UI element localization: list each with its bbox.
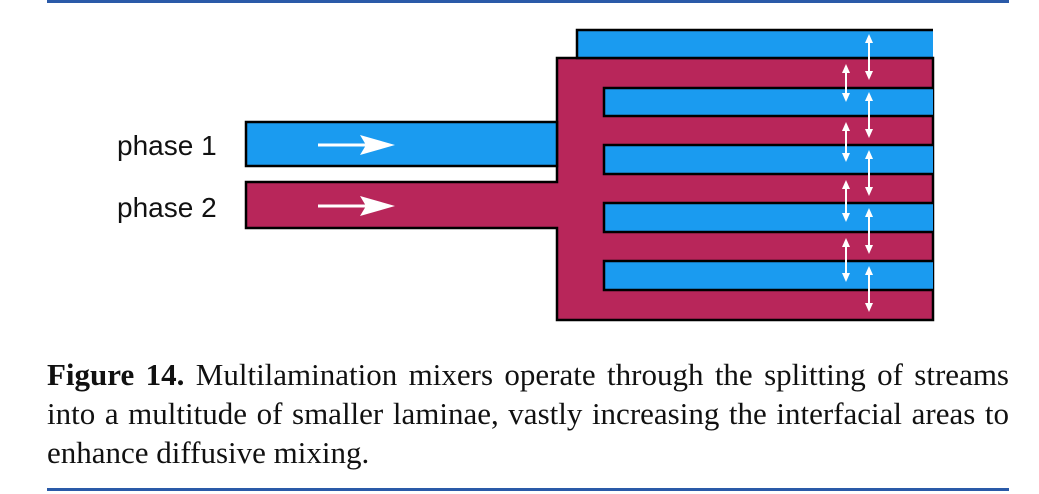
phase2-flow-arrow-head (360, 196, 395, 216)
phase1-lamina-1 (602, 86, 933, 118)
multilamination-mixer-diagram: phase 1 phase 2 (117, 28, 935, 322)
phase1-flow-arrow-head (360, 135, 395, 155)
caption-text: Multilamination mixers operate through t… (47, 357, 1009, 470)
diffusion-arrow (865, 92, 873, 138)
diffusion-arrow (865, 266, 873, 312)
bottom-rule (47, 488, 1009, 491)
diffusion-arrow (865, 208, 873, 254)
figure-caption: Figure 14. Multilamination mixers operat… (47, 355, 1009, 472)
diffusion-arrow (865, 150, 873, 196)
diffusion-arrow (842, 64, 850, 102)
diffusion-arrows (842, 34, 873, 312)
phase1-laminae (602, 86, 933, 292)
top-rule (47, 0, 1009, 3)
phase1-top-channel (575, 28, 933, 60)
diffusion-arrow (842, 238, 850, 282)
phase1-lamina-4 (602, 259, 933, 292)
flow-arrows (318, 135, 395, 216)
phase1-lamina-3 (602, 201, 933, 234)
phase1-inlet (244, 120, 559, 168)
diffusion-arrow (865, 34, 873, 80)
phase1-label: phase 1 (117, 130, 217, 161)
diffusion-arrow (842, 180, 850, 222)
diffusion-arrow (842, 122, 850, 162)
phase2-label: phase 2 (117, 192, 217, 223)
figure-label: Figure 14. (47, 357, 185, 392)
phase1-lamina-2 (602, 143, 933, 176)
phase2-manifold (244, 56, 935, 322)
